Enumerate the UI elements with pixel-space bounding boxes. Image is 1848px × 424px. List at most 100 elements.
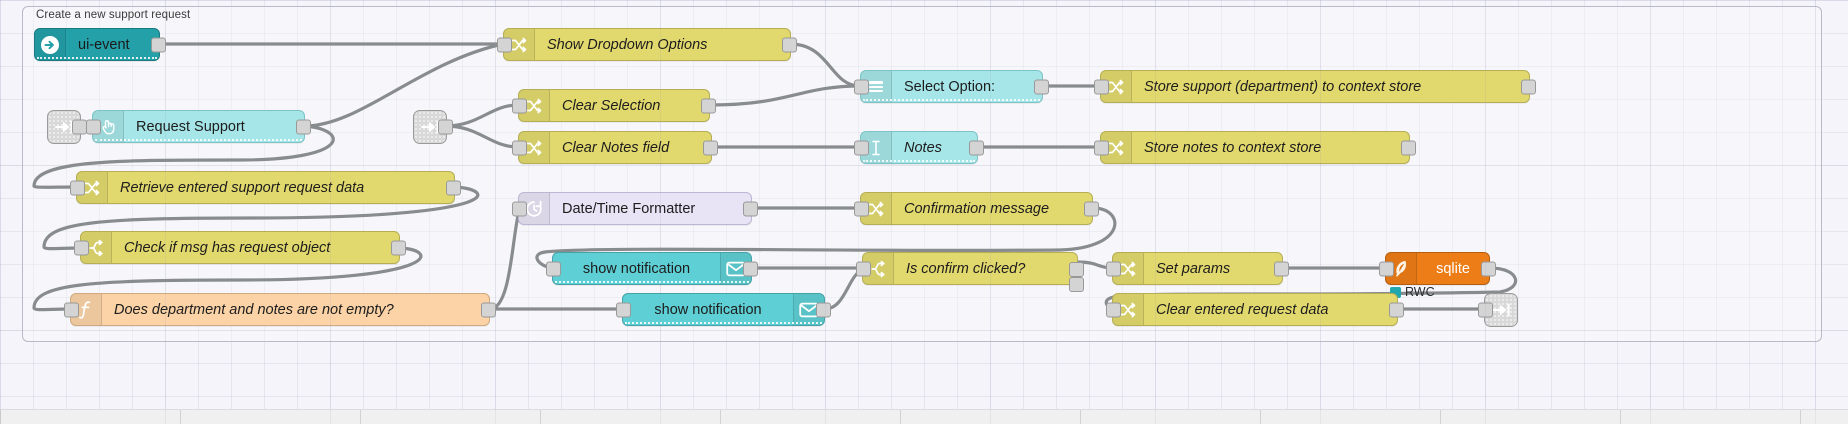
- input-port[interactable]: [497, 37, 512, 52]
- ui-node-marker: [625, 322, 822, 324]
- ui-node-marker: [95, 139, 302, 141]
- link-in-icon: [421, 120, 439, 134]
- node-select-option[interactable]: Select Option:: [854, 70, 1049, 103]
- wire-showdropdown-selectoption: [788, 42, 862, 88]
- input-port[interactable]: [1379, 261, 1394, 276]
- node-store-support[interactable]: Store support (department) to context st…: [1094, 70, 1536, 103]
- node-date-time-formatter[interactable]: Date/Time Formatter: [512, 192, 758, 225]
- node-label: Request Support: [136, 118, 245, 135]
- node-store-notes[interactable]: Store notes to context store: [1094, 131, 1416, 164]
- node-label: show notification: [654, 301, 762, 318]
- output-port[interactable]: [743, 261, 758, 276]
- input-port[interactable]: [1094, 79, 1109, 94]
- ui-node-marker: [863, 99, 1040, 101]
- input-port[interactable]: [854, 79, 869, 94]
- output-port[interactable]: [703, 140, 718, 155]
- node-request-support[interactable]: Request Support: [86, 110, 311, 143]
- output-port[interactable]: [782, 37, 797, 52]
- node-label: Confirmation message: [904, 200, 1050, 217]
- node-clear-entered-request-data[interactable]: Clear entered request data: [1106, 293, 1404, 326]
- output-port[interactable]: [1389, 302, 1404, 317]
- node-confirmation-message[interactable]: Confirmation message: [854, 192, 1099, 225]
- node-is-confirm-clicked[interactable]: Is confirm clicked?: [856, 252, 1084, 292]
- flow-group-label: Create a new support request: [36, 9, 191, 21]
- output-port[interactable]: [1401, 140, 1416, 155]
- output-port[interactable]: [72, 119, 87, 135]
- output-port[interactable]: [151, 37, 166, 52]
- link-in-icon: [55, 120, 73, 134]
- output-port[interactable]: [1274, 261, 1289, 276]
- node-sqlite[interactable]: sqlite: [1379, 252, 1496, 285]
- input-port[interactable]: [512, 98, 527, 113]
- node-label: sqlite: [1436, 260, 1470, 277]
- node-label: Check if msg has request object: [124, 239, 331, 256]
- node-show-notification-1[interactable]: show notification: [546, 252, 758, 285]
- node-link-in-2[interactable]: [413, 110, 453, 144]
- input-port[interactable]: [512, 201, 527, 216]
- input-port[interactable]: [1478, 302, 1493, 318]
- output-port[interactable]: [438, 119, 453, 135]
- node-label: Is confirm clicked?: [906, 260, 1026, 277]
- output-port[interactable]: [1084, 201, 1099, 216]
- input-port[interactable]: [86, 119, 101, 134]
- input-port[interactable]: [70, 180, 85, 195]
- node-link-out-1[interactable]: [1478, 293, 1518, 327]
- status-text: RWC: [1405, 285, 1435, 299]
- node-set-params[interactable]: Set params: [1106, 252, 1289, 285]
- output-port-2[interactable]: [1069, 277, 1084, 292]
- output-port[interactable]: [816, 302, 831, 317]
- node-label: Notes: [904, 139, 942, 156]
- input-port[interactable]: [1106, 302, 1121, 317]
- wire-retrieve-checkmsg: [42, 185, 480, 251]
- ui-node-marker: [863, 160, 975, 162]
- output-port[interactable]: [743, 201, 758, 216]
- output-port-1[interactable]: [1069, 262, 1084, 277]
- node-retrieve-entered-data[interactable]: Retrieve entered support request data: [70, 171, 461, 204]
- output-port[interactable]: [1481, 261, 1496, 276]
- node-dept-notes-not-empty[interactable]: Does department and notes are not empty?: [64, 293, 496, 326]
- ui-node-marker: [555, 281, 749, 283]
- node-label: Clear Selection: [562, 97, 661, 114]
- input-port[interactable]: [854, 140, 869, 155]
- output-port[interactable]: [701, 98, 716, 113]
- node-show-notification-2[interactable]: show notification: [616, 293, 831, 326]
- input-port[interactable]: [1094, 140, 1109, 155]
- output-port[interactable]: [446, 180, 461, 195]
- node-label: show notification: [582, 260, 691, 277]
- node-clear-selection[interactable]: Clear Selection: [512, 89, 716, 122]
- input-port[interactable]: [512, 140, 527, 155]
- node-check-msg-request-object[interactable]: Check if msg has request object: [74, 231, 406, 264]
- node-notes[interactable]: Notes: [854, 131, 984, 164]
- input-port[interactable]: [854, 201, 869, 216]
- input-port[interactable]: [74, 240, 89, 255]
- node-show-dropdown-options[interactable]: Show Dropdown Options: [497, 28, 797, 61]
- status-badge: RWC: [1390, 285, 1435, 299]
- node-label: Select Option:: [904, 78, 996, 95]
- node-ui-event[interactable]: ui-event: [34, 28, 166, 61]
- output-port[interactable]: [1521, 79, 1536, 94]
- node-clear-notes-field[interactable]: Clear Notes field: [512, 131, 718, 164]
- node-label: Store notes to context store: [1144, 139, 1322, 156]
- output-port[interactable]: [296, 119, 311, 134]
- input-port[interactable]: [616, 302, 631, 317]
- wire-deptfn-datetime: [488, 206, 522, 311]
- node-link-in-1[interactable]: [47, 110, 87, 144]
- node-label: Clear Notes field: [562, 139, 670, 156]
- node-label: Date/Time Formatter: [562, 200, 696, 217]
- wire-clearselection-selectoption: [708, 84, 862, 107]
- output-port[interactable]: [481, 302, 496, 317]
- output-port[interactable]: [1034, 79, 1049, 94]
- status-dot-icon: [1390, 286, 1401, 298]
- output-port[interactable]: [391, 240, 406, 255]
- input-port[interactable]: [546, 261, 561, 276]
- ui-node-marker: [37, 57, 157, 59]
- wire-linkin2-clearselection: [443, 103, 520, 128]
- input-port[interactable]: [64, 302, 79, 317]
- wire-requestsupport-showdropdown: [303, 42, 505, 128]
- wire-requestsupport-retrieve: [32, 124, 335, 189]
- output-port[interactable]: [969, 140, 984, 155]
- input-port[interactable]: [1106, 261, 1121, 276]
- input-port[interactable]: [856, 261, 871, 276]
